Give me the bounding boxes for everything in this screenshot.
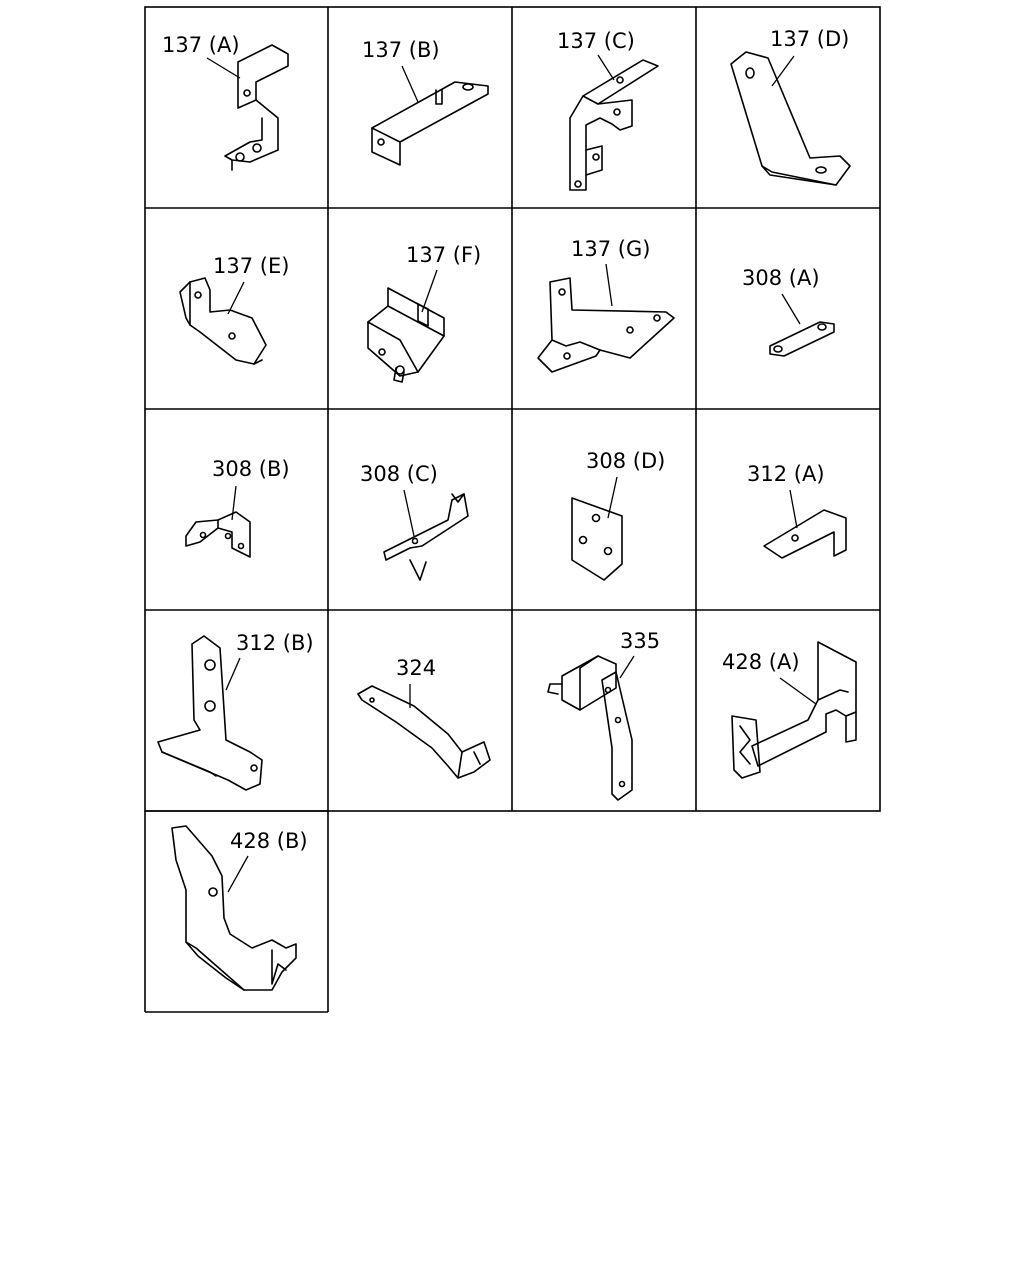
part-312a[interactable]: 312 (A) [747, 462, 847, 559]
part-label-428b: 428 (B) [230, 829, 308, 853]
part-428a[interactable]: 428 (A) [722, 641, 857, 779]
part-label-137d: 137 (D) [770, 27, 849, 51]
part-label-137g: 137 (G) [571, 237, 650, 261]
part-label-137f: 137 (F) [406, 243, 481, 267]
part-335[interactable]: 335 [547, 629, 660, 801]
part-label-312a: 312 (A) [747, 462, 825, 486]
part-428b[interactable]: 428 (B) [171, 825, 308, 991]
part-137e[interactable]: 137 (E) [179, 254, 289, 365]
part-137a[interactable]: 137 (A) [162, 33, 289, 171]
part-label-137b: 137 (B) [362, 38, 440, 62]
part-label-137a: 137 (A) [162, 33, 240, 57]
part-label-428a: 428 (A) [722, 650, 800, 674]
part-label-137e: 137 (E) [213, 254, 289, 278]
part-label-308a: 308 (A) [742, 266, 820, 290]
part-308d[interactable]: 308 (D) [571, 449, 665, 581]
part-label-335: 335 [620, 629, 660, 653]
part-label-308d: 308 (D) [586, 449, 665, 473]
part-308c[interactable]: 308 (C) [360, 462, 469, 581]
grid-frame [144, 6, 881, 1013]
part-137f[interactable]: 137 (F) [367, 243, 481, 383]
part-308b[interactable]: 308 (B) [185, 457, 290, 558]
part-137c[interactable]: 137 (C) [557, 29, 659, 191]
part-label-308c: 308 (C) [360, 462, 438, 486]
part-312b[interactable]: 312 (B) [157, 631, 314, 791]
part-137g[interactable]: 137 (G) [537, 237, 675, 373]
part-label-137c: 137 (C) [557, 29, 635, 53]
part-324[interactable]: 324 [357, 656, 491, 779]
part-308a[interactable]: 308 (A) [742, 266, 835, 357]
part-label-312b: 312 (B) [236, 631, 314, 655]
part-137b[interactable]: 137 (B) [362, 38, 489, 166]
part-label-308b: 308 (B) [212, 457, 290, 481]
part-label-324: 324 [396, 656, 436, 680]
part-137d[interactable]: 137 (D) [730, 27, 851, 186]
